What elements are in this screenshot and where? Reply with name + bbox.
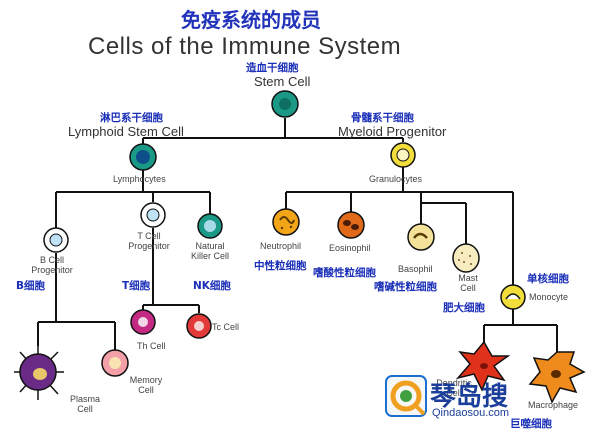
mast-en-label: Mast Cell: [458, 273, 478, 293]
title-en: Cells of the Immune System: [88, 33, 402, 60]
nk-en-label: Natural Killer Cell: [190, 241, 229, 261]
macrophage-cell: [528, 351, 586, 404]
b-cell-zh-label: B细胞: [16, 280, 46, 292]
nk-zh-label: NK细胞: [193, 280, 231, 292]
lymphoid-stem-cell: [129, 143, 157, 171]
myeloid-zh-label: 骨髓系干细胞: [351, 112, 414, 124]
monocyte-zh-label: 单核细胞: [527, 273, 569, 285]
memory-cell: [101, 349, 129, 377]
neutrophil-en-label: Neutrophil: [260, 241, 302, 251]
macrophage-en-label: Macrophage: [528, 400, 579, 410]
basophil-zh-label: 嗜碱性粒细胞: [374, 281, 437, 293]
dendritic-cell: [455, 340, 511, 392]
t-cell-zh-label: T细胞: [122, 280, 151, 292]
stem-cell: [271, 90, 299, 118]
dendritic-label: Dendritic Cell: [436, 378, 472, 398]
basophil-cell: [407, 223, 435, 251]
tc-label: Tc Cell: [212, 322, 240, 332]
b-progenitor-label: B Cell Progenitor: [31, 255, 73, 275]
plasma-label: Plasma Cell: [70, 394, 101, 414]
tc-cell: [186, 313, 212, 339]
lymphocytes-label: Lymphocytes: [113, 174, 166, 184]
nk-cell: [197, 213, 223, 239]
connector-lines: [37, 118, 558, 352]
stem-zh-label: 造血干细胞: [246, 62, 299, 74]
plasma-cell: [14, 346, 64, 400]
t-progenitor-label: T Cell Progenitor: [128, 231, 170, 251]
watermark-logo-icon: [385, 375, 427, 417]
myeloid-en-label: Myeloid Progenitor: [338, 124, 447, 139]
lymphoid-en-label: Lymphoid Stem Cell: [68, 124, 184, 139]
th-label: Th Cell: [137, 341, 166, 351]
watermark-url: Qindaosou.com: [432, 407, 510, 419]
b-progenitor-cell: [43, 227, 69, 253]
monocyte-en-label: Monocyte: [529, 292, 569, 302]
mast-zh-label: 肥大细胞: [443, 302, 485, 314]
th-cell: [130, 309, 156, 335]
neutrophil-zh-label: 中性粒细胞: [254, 260, 307, 272]
stem-en-label: Stem Cell: [254, 74, 311, 89]
mast-cell: [452, 243, 480, 273]
basophil-en-label: Basophil: [398, 264, 433, 274]
monocyte-cell: [500, 284, 526, 310]
memory-label: Memory Cell: [129, 375, 163, 395]
eosinophil-zh-label: 嗜酸性粒细胞: [313, 267, 376, 279]
eosinophil-en-label: Eosinophil: [329, 243, 371, 253]
neutrophil-cell: [272, 208, 300, 236]
granulocytes-label: Granulocytes: [369, 174, 423, 184]
watermark-text: 琴岛搜: [430, 382, 509, 412]
lymphoid-zh-label: 淋巴系干细胞: [100, 112, 163, 124]
t-progenitor-cell: [140, 202, 166, 228]
title-zh: 免疫系统的成员: [181, 8, 321, 32]
macrophage-zh-label: 巨噬细胞: [510, 418, 552, 430]
myeloid-progenitor-cell: [390, 142, 416, 168]
eosinophil-cell: [337, 211, 365, 239]
